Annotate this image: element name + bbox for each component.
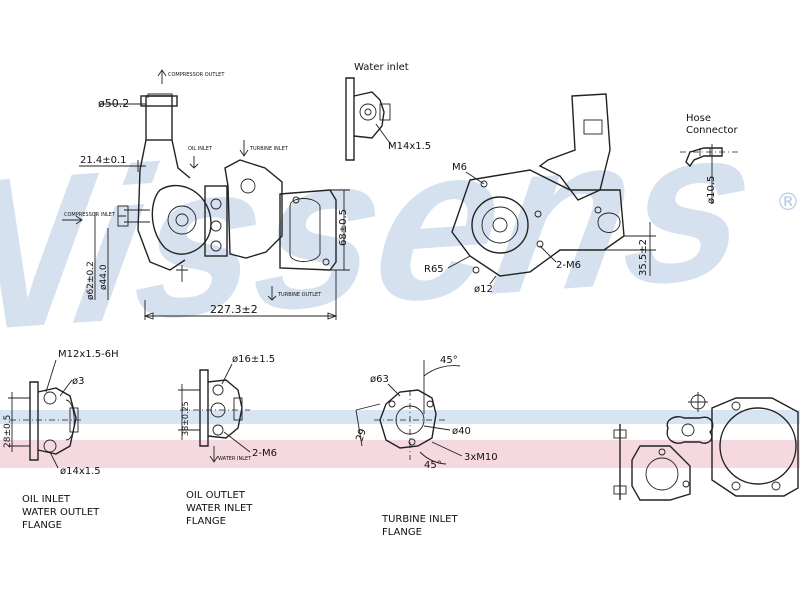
turbine-inlet-dim-side: 29	[354, 427, 368, 443]
turbine-outlet-label: TURBINE OUTLET	[277, 292, 322, 298]
turbine-inlet-dia-inner: ø40	[452, 426, 471, 437]
hose-connector-view: Hose Connector ø10.5	[680, 113, 740, 204]
turbine-stud-label: M6	[452, 162, 467, 173]
turbine-side-dim: 35.5±2	[638, 239, 649, 276]
turbine-inlet-caption-1: TURBINE INLET	[381, 514, 458, 525]
oil-outlet-studs: 2-M6	[252, 448, 277, 459]
turbine-inlet-angle-bottom: 45°	[424, 460, 442, 471]
turbine-radius-label: R65	[424, 264, 444, 275]
dim-height-68: 68±0.5	[338, 209, 349, 246]
pink-band	[0, 440, 800, 468]
oil-inlet-caption-3: FLANGE	[22, 520, 62, 531]
gasket-turbine-outlet	[711, 397, 799, 497]
compressor-outlet-label: COMPRESSOR OUTLET	[168, 72, 225, 78]
brand-watermark: Nissens	[0, 80, 771, 381]
turbine-inlet-flange-view: ø63 45° 29 ø40 45° 3xM10 TURBINE INLET F…	[354, 355, 497, 538]
oil-inlet-caption-1: OIL INLET	[22, 494, 71, 505]
turbine-side-view: M6 R65 ø12 2-M6 35.5±2	[424, 93, 656, 295]
oil-inlet-thread-top: M12x1.5-6H	[58, 349, 119, 360]
turbine-inlet-flange-plate	[379, 389, 437, 449]
oil-inlet-dia: ø3	[72, 376, 84, 387]
gasket-set	[613, 392, 799, 501]
oil-outlet-caption-3: FLANGE	[186, 516, 226, 527]
oil-inlet-caption-2: WATER OUTLET	[22, 507, 100, 518]
turbine-inlet-angle-top: 45°	[440, 355, 458, 366]
compressor-inlet-label: COMPRESSOR INLET	[64, 212, 116, 218]
hose-dim: ø10.5	[706, 176, 717, 204]
turbine-hole-label: ø12	[474, 284, 493, 295]
oil-inlet-dim-side: 28±0.5	[3, 415, 13, 448]
turbine-body	[451, 169, 625, 277]
turbine-inlet-studs: 3xM10	[464, 452, 498, 463]
registered-mark: ®	[776, 188, 800, 216]
dim-diameter-top: ø50.2	[98, 97, 129, 110]
compressor-housing	[151, 184, 212, 255]
oil-inlet-flange-view: M12x1.5-6H ø3 28±0.5 ø14x1.5 OIL INLET W…	[3, 349, 119, 531]
turbine-inlet-label: TURBINE INLET	[249, 146, 289, 152]
dim-dia-62: ø62±0.2	[86, 261, 96, 300]
hose-title-line1: Hose	[686, 113, 711, 124]
dim-width-top: 21.4±0.1	[80, 155, 127, 166]
dim-length: 227.3±2	[210, 303, 258, 316]
oil-outlet-flange-view: ø16±1.5 38±0.25 2-M6 WATER INLET OIL OUT…	[178, 354, 277, 527]
oil-outlet-caption-1: OIL OUTLET	[186, 490, 246, 501]
gasket-oval	[666, 416, 714, 444]
oil-outlet-flange-plate	[199, 369, 209, 447]
water-inlet-view: Water inlet M14x1.5	[345, 62, 431, 161]
oil-inlet-label: OIL INLET	[188, 146, 213, 152]
main-turbo-view: ø50.2 21.4±0.1 ø62±0.2 ø44.0 227.3±2 68±…	[62, 69, 350, 320]
turbine-inlet-dia-outer: ø63	[370, 374, 389, 385]
turbine-studs-label: 2-M6	[556, 260, 581, 271]
dim-dia-44: ø44.0	[99, 264, 109, 290]
water-inlet-thread: M14x1.5	[388, 141, 431, 152]
gasket-small-flange	[631, 445, 691, 501]
oil-outlet-dia: ø16±1.5	[232, 354, 275, 365]
oil-outlet-arrow-label: WATER INLET	[218, 456, 252, 462]
oil-inlet-thread-bottom: ø14x1.5	[60, 466, 101, 477]
water-inlet-title: Water inlet	[354, 62, 409, 73]
turbine-housing	[224, 159, 283, 259]
oil-outlet-dim-side: 38±0.25	[181, 401, 190, 436]
oil-inlet-flange-plate	[29, 381, 39, 461]
hose-title-line2: Connector	[686, 125, 738, 136]
turbine-inlet-caption-2: FLANGE	[382, 527, 422, 538]
oil-outlet-caption-2: WATER INLET	[186, 503, 253, 514]
